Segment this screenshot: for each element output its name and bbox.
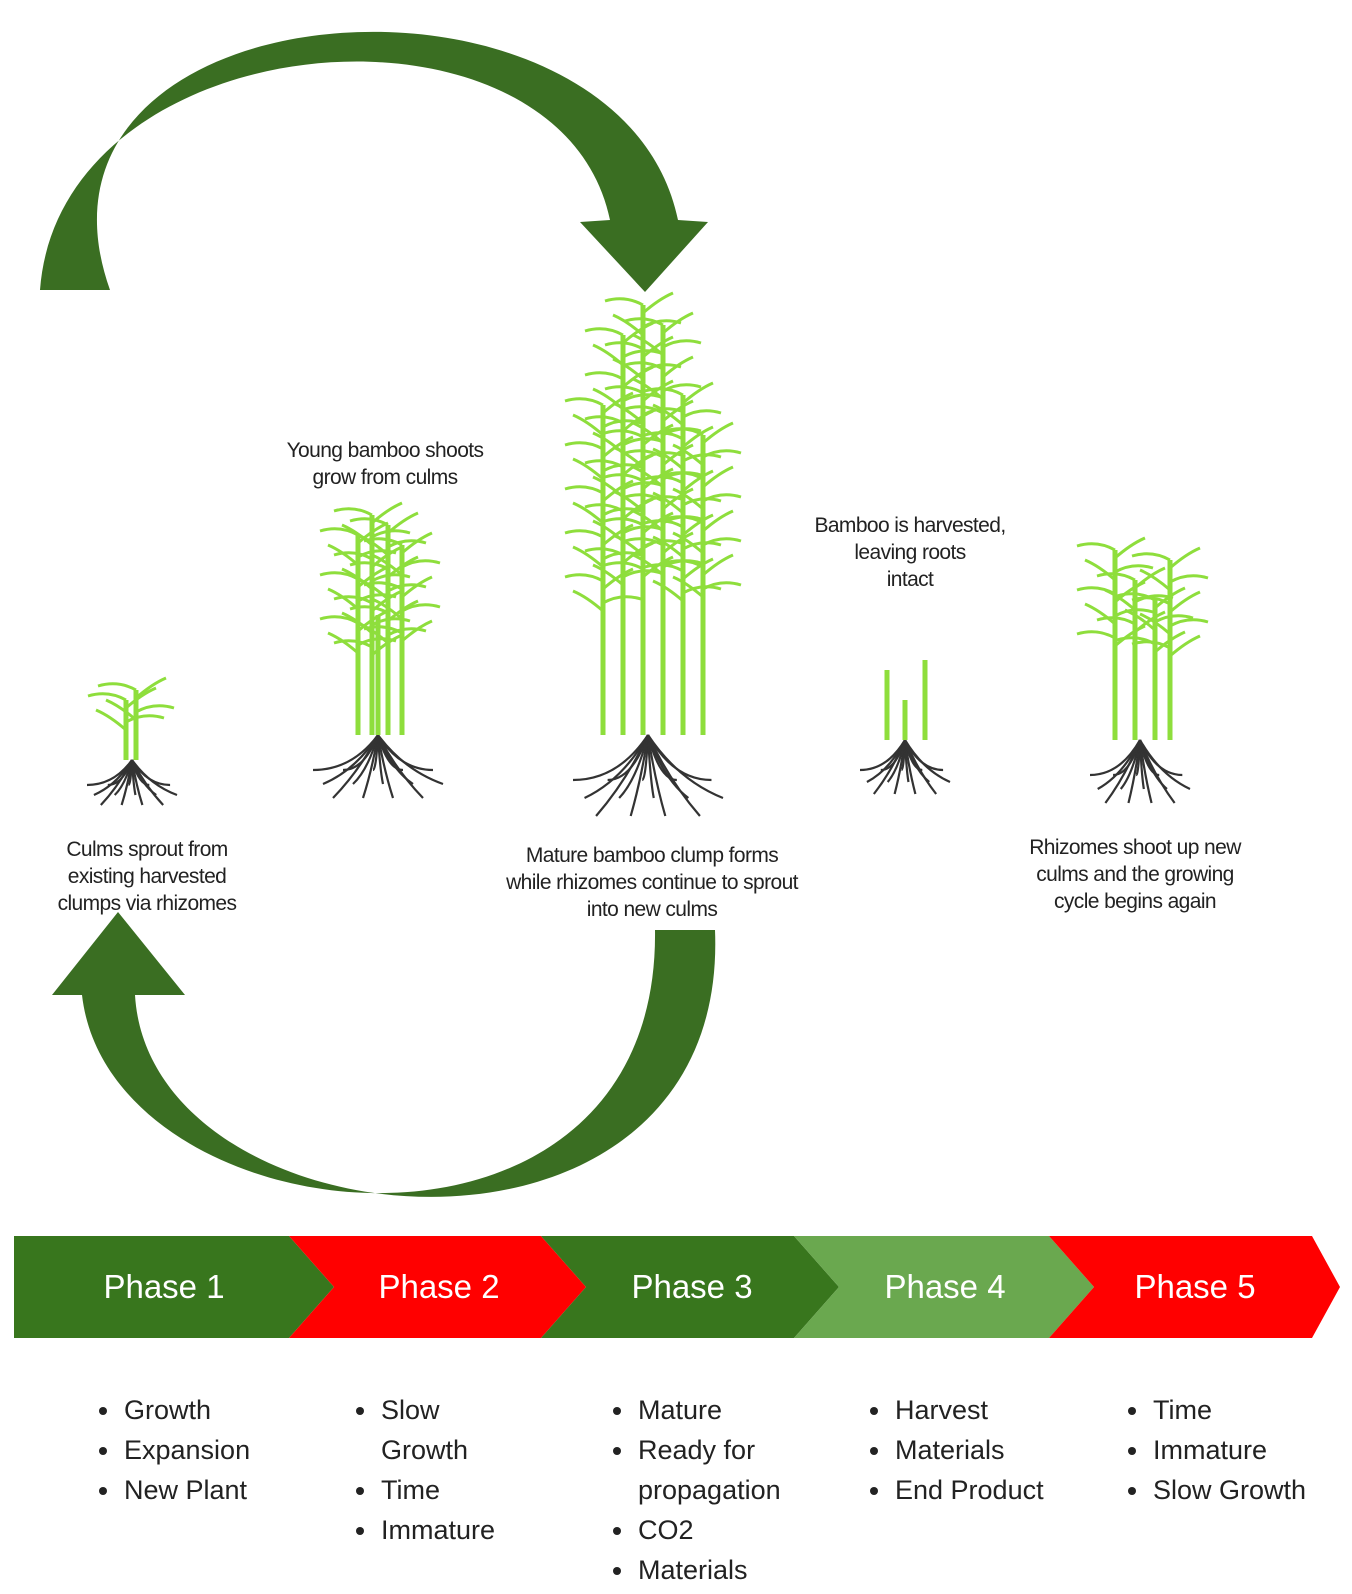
list-item: New Plant: [122, 1470, 322, 1510]
mature-plant: [565, 293, 741, 816]
list-item: Expansion: [122, 1430, 322, 1470]
young-plant: [313, 503, 443, 798]
list-item: End Product: [893, 1470, 1103, 1510]
phase-4-list: Harvest Materials End Product: [857, 1390, 1103, 1510]
phase-5-list: Time Immature Slow Growth: [1115, 1390, 1326, 1510]
regrowth-plant: [1077, 538, 1208, 803]
sprout-plant: [87, 678, 177, 805]
phase-2-list: Slow Growth Time Immature: [343, 1390, 529, 1550]
list-item: Growth: [122, 1390, 322, 1430]
list-item: Materials: [893, 1430, 1103, 1470]
list-item: Slow Growth: [1151, 1470, 1326, 1510]
phase-timeline: Phase 1 Phase 2 Phase 3 Phase 4 Phase 5: [14, 1236, 1340, 1338]
list-item: Time: [379, 1470, 529, 1510]
list-item: Immature: [1151, 1430, 1326, 1470]
list-item: Slow Growth: [379, 1390, 529, 1470]
phase-1-label: Phase 1: [14, 1236, 314, 1338]
list-item: Harvest: [893, 1390, 1103, 1430]
cycle-arrow-bottom: [52, 912, 715, 1197]
caption-sprout: Culms sprout from existing harvested clu…: [22, 836, 272, 917]
caption-young-shoots: Young bamboo shoots grow from culms: [250, 437, 520, 491]
caption-rhizomes: Rhizomes shoot up new culms and the grow…: [995, 834, 1275, 915]
phase-2-label: Phase 2: [304, 1236, 574, 1338]
phase-3-label: Phase 3: [556, 1236, 828, 1338]
list-item: Mature: [636, 1390, 816, 1430]
phase-1-list: Growth Expansion New Plant: [86, 1390, 322, 1510]
list-item: Time: [1151, 1390, 1326, 1430]
phase-5-label: Phase 5: [1064, 1236, 1326, 1338]
caption-mature-clump: Mature bamboo clump forms while rhizomes…: [452, 842, 852, 923]
harvested-plant: [860, 660, 950, 794]
phase-4-label: Phase 4: [809, 1236, 1081, 1338]
list-item: CO2: [636, 1510, 816, 1550]
list-item: Ready for propagation: [636, 1430, 816, 1510]
list-item: Materials: [636, 1550, 816, 1590]
list-item: Immature: [379, 1510, 529, 1550]
phase-3-list: Mature Ready for propagation CO2 Materia…: [600, 1390, 816, 1590]
bamboo-growth-cycle-diagram: [0, 0, 1352, 1230]
caption-harvested: Bamboo is harvested, leaving roots intac…: [780, 512, 1040, 593]
cycle-arrow-top: [40, 32, 708, 292]
